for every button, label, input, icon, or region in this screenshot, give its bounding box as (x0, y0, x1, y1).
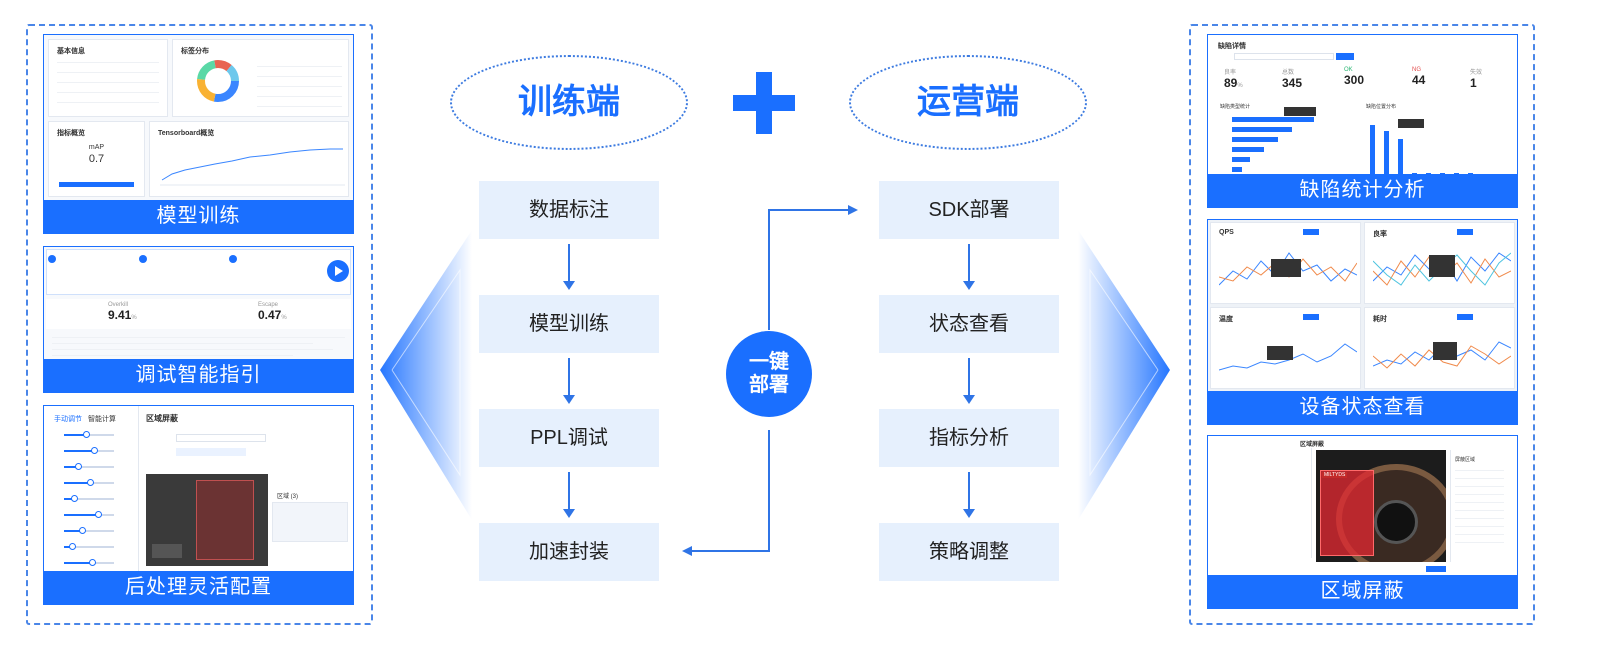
metric-overview-card: 指标概览 mAP 0.7 (48, 121, 145, 197)
slider-1[interactable] (64, 431, 114, 438)
qps-chart-card: QPS (1210, 222, 1361, 304)
slider-2[interactable] (64, 447, 114, 454)
kpi-yield: 良率 89% (1224, 70, 1243, 90)
escape-label: Escape (258, 302, 279, 308)
operation-title: 运营端 (917, 83, 1019, 121)
slider-5[interactable] (64, 495, 114, 502)
deploy-connector (682, 205, 858, 556)
escape-value: 0.47 (258, 308, 282, 322)
slider-4[interactable] (64, 479, 114, 486)
device-status-panel[interactable]: QPS 良率 温度 (1207, 219, 1518, 425)
region-mask-screenshot: 区域屏蔽 MILTYDS 屏蔽区域 (1208, 436, 1517, 576)
operation-step-2: 状态查看 (879, 295, 1059, 353)
inspection-image: MILTYDS (1316, 450, 1446, 562)
training-step-4: 加速封装 (479, 523, 659, 581)
operation-screenshots-group (1189, 24, 1535, 625)
model-training-caption: 模型训练 (44, 200, 353, 233)
latency-chart-card: 耗时 (1364, 307, 1515, 389)
component-image (146, 474, 268, 566)
defect-stats-panel[interactable]: 缺陷详情 良率 89% 总数 345 OK 300 NG 44 失效 1 缺陷类… (1207, 34, 1518, 208)
region-title: 区域屏蔽 (146, 414, 178, 423)
metric-title: 指标概览 (57, 130, 85, 137)
slider-9[interactable] (64, 559, 114, 566)
overkill-value: 9.41 (108, 308, 132, 322)
escape-stat: Escape 0.47% (258, 302, 287, 322)
region-list-title: 区域 (3) (277, 494, 299, 500)
slider-8[interactable] (64, 543, 114, 550)
training-title: 训练端 (518, 83, 620, 121)
left-arrow-glow (380, 230, 472, 520)
tensorboard-title: Tensorboard概览 (158, 130, 215, 137)
defect-position-chart-title: 缺陷位置分布 (1366, 104, 1397, 110)
operation-step-3: 指标分析 (879, 409, 1059, 467)
training-title-ellipse: 训练端 (450, 55, 688, 150)
operation-title-ellipse: 运营端 (849, 55, 1087, 150)
tensorboard-card: Tensorboard概览 (149, 121, 349, 197)
slider-6[interactable] (64, 511, 114, 518)
debug-guide-screenshot: Overkill 9.41% Escape 0.47% (44, 247, 353, 360)
training-arrow-1 (563, 244, 575, 290)
debug-guide-caption: 调试智能指引 (44, 359, 353, 392)
region-mask-caption: 区域屏蔽 (1208, 575, 1517, 608)
overkill-label: Overkill (108, 302, 129, 308)
operation-arrow-2 (963, 358, 975, 404)
right-arrow-glow (1078, 230, 1170, 520)
tensorboard-line-chart (160, 148, 345, 186)
tab-manual[interactable]: 手动调节 (54, 416, 82, 423)
training-step-1: 数据标注 (479, 181, 659, 239)
postprocess-panel[interactable]: 手动调节 智能计算 区域屏蔽 区域 (3) 后处理灵活配置 (43, 405, 354, 605)
kpi-ok: OK 300 (1344, 67, 1365, 87)
training-step-3: PPL调试 (479, 409, 659, 467)
defect-stats-screenshot: 缺陷详情 良率 89% 总数 345 OK 300 NG 44 失效 1 缺陷类… (1208, 35, 1517, 177)
metric-name: mAP (88, 144, 105, 151)
kpi-fail: 失效 1 (1470, 70, 1483, 90)
debug-guide-panel[interactable]: Overkill 9.41% Escape 0.47% 调试智能指引 (43, 246, 354, 393)
deploy-line-1: 一键 (749, 351, 789, 373)
region-mask-title: 区域屏蔽 (1300, 442, 1325, 448)
yield-chart-card: 良率 (1364, 222, 1515, 304)
plus-icon (733, 72, 795, 134)
device-status-screenshot: QPS 良率 温度 (1208, 220, 1517, 392)
region-list: 区域 (3) (272, 494, 348, 542)
temperature-chart-card: 温度 (1210, 307, 1361, 389)
kpi-ng: NG 44 (1412, 67, 1426, 87)
play-icon[interactable] (327, 260, 349, 282)
slider-3[interactable] (64, 463, 114, 470)
model-training-panel[interactable]: 基本信息 标签分布 指标概览 mAP 0.7 (43, 34, 354, 234)
training-arrow-3 (563, 472, 575, 518)
one-click-deploy-badge: 一键 部署 (726, 331, 812, 417)
deploy-line-2: 部署 (749, 374, 789, 396)
operation-step-4: 策略调整 (879, 523, 1059, 581)
slider-7[interactable] (64, 527, 114, 534)
postprocess-screenshot: 手动调节 智能计算 区域屏蔽 区域 (3) (44, 406, 353, 574)
overkill-stat: Overkill 9.41% (108, 302, 137, 322)
kpi-total: 总数 345 (1282, 70, 1303, 90)
defect-type-chart-title: 缺陷类型统计 (1220, 104, 1251, 110)
postprocess-caption: 后处理灵活配置 (44, 571, 353, 604)
defect-stats-caption: 缺陷统计分析 (1208, 174, 1517, 207)
operation-step-1: SDK部署 (879, 181, 1059, 239)
operation-arrow-1 (963, 244, 975, 290)
mask-list-title: 屏蔽区域 (1455, 457, 1476, 463)
training-step-2: 模型训练 (479, 295, 659, 353)
region-mask-panel[interactable]: 区域屏蔽 MILTYDS 屏蔽区域 区域屏蔽 (1207, 435, 1518, 609)
training-screenshots-group (26, 24, 373, 625)
model-training-screenshot: 基本信息 标签分布 指标概览 mAP 0.7 (44, 35, 353, 201)
operation-arrow-3 (963, 472, 975, 518)
label-distribution-card: 标签分布 (172, 39, 349, 117)
mask-list: 屏蔽区域 (1450, 450, 1514, 562)
defect-title: 缺陷详情 (1218, 43, 1246, 50)
label-donut-chart (197, 60, 239, 102)
tab-smart[interactable]: 智能计算 (88, 416, 116, 423)
metric-value: 0.7 (88, 153, 105, 165)
basic-info-card: 基本信息 (48, 39, 168, 117)
basic-info-title: 基本信息 (57, 48, 85, 55)
training-arrow-2 (563, 358, 575, 404)
device-status-caption: 设备状态查看 (1208, 391, 1517, 424)
region-mask-tag: MILTYDS (1322, 472, 1348, 478)
label-dist-title: 标签分布 (181, 48, 209, 55)
